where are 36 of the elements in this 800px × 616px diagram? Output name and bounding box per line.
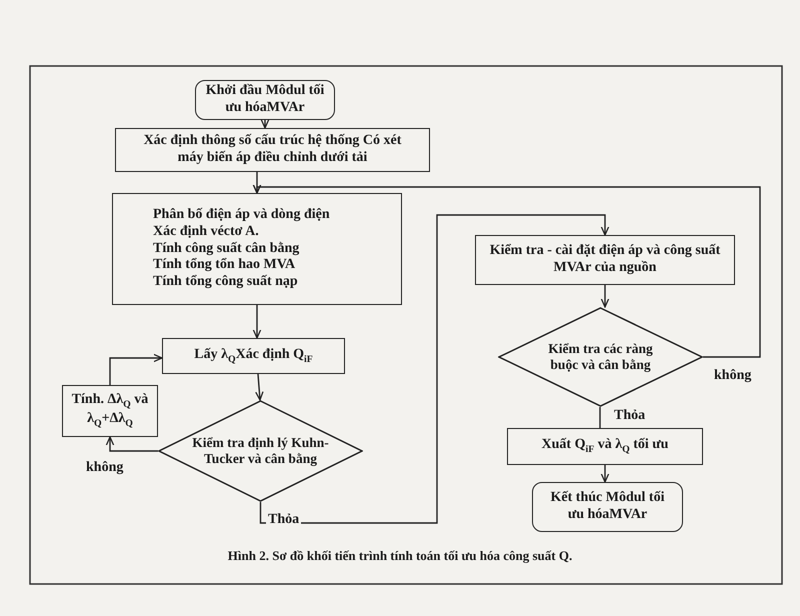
node-text: Xuất Q$_{iF}$ và λ$_{Q}$ tối ưu <box>542 437 668 456</box>
node-text: Kiểm tra - cài đặt điện áp và công suất MVAr của nguồn <box>488 243 722 277</box>
process-box <box>507 428 703 465</box>
terminal-box <box>532 482 683 532</box>
node-text: Tính. Δλ$_{Q}$ và λ$_{Q}$+Δλ$_{Q}$ <box>70 392 150 430</box>
process-box <box>62 385 158 437</box>
arrow <box>260 119 270 129</box>
arrow <box>260 214 610 524</box>
arrow <box>255 374 264 401</box>
node-text: Lấy λ$_{Q}$Xác định Q$_{iF}$ <box>194 346 313 366</box>
arrow <box>252 184 761 358</box>
node-text: Kết thúc Môdul tối ưu hóaMVAr <box>550 490 666 524</box>
node-text: Phân bố điện áp và dòng điện <box>153 207 330 224</box>
edge-label: không <box>712 368 754 384</box>
node-text: Khởi đầu Môdul tối ưu hóaMVAr <box>205 83 325 117</box>
arrow <box>600 465 610 483</box>
node-text: Xác định véctơ A. <box>153 224 259 241</box>
figure-caption: Hình 2. Sơ đồ khối tiến trình tính toán tối ưu hóa công suất Q. <box>226 548 574 564</box>
node-text: Tính công suất cân bằng <box>153 240 300 258</box>
process-box <box>112 193 402 305</box>
decision-diamond <box>498 307 703 407</box>
node-text: Xác định thông số cấu trúc hệ thống Có xét máy biến áp điều chỉnh dưới tải <box>142 133 402 167</box>
process-box <box>115 128 430 172</box>
arrow <box>252 305 262 339</box>
node-text: Tính tổng công suất nạp <box>153 274 298 291</box>
process-box <box>475 235 735 285</box>
arrow <box>600 285 610 308</box>
process-box <box>162 338 345 374</box>
node-text: Tính tổng tổn hao MVA <box>153 257 296 274</box>
arrow <box>109 354 163 385</box>
decision-diamond <box>158 400 363 502</box>
node-text: Kiểm tra các ràng buộc và cân bằng <box>548 340 653 374</box>
arrow <box>106 436 158 452</box>
terminal-box <box>195 80 335 120</box>
node-text: Kiểm tra định lý Kuhn-Tucker và cân bằng <box>191 434 330 468</box>
edge-label: không <box>84 460 126 476</box>
